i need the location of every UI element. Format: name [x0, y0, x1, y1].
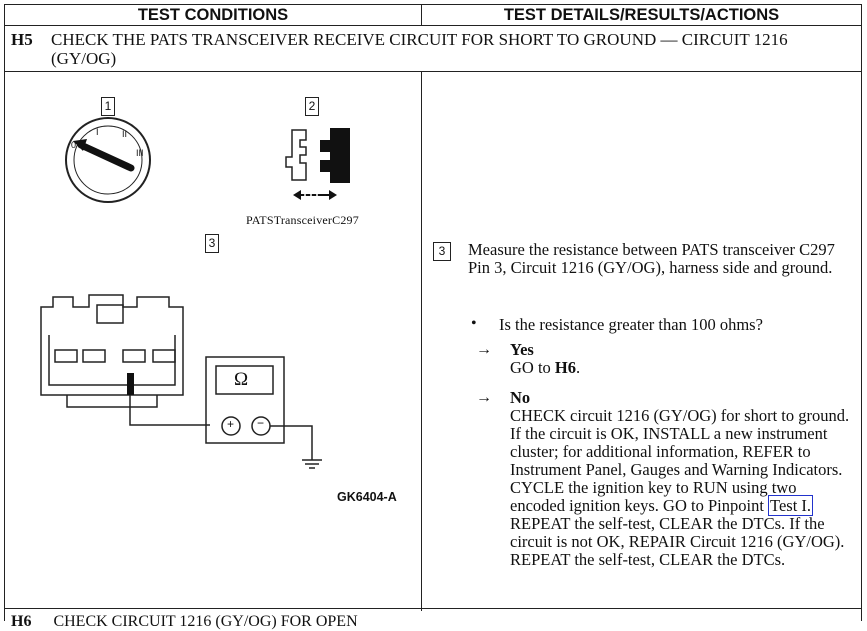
ground-icon: [302, 459, 322, 469]
yes-label: Yes: [510, 340, 534, 359]
next-step-id: H6: [11, 613, 32, 630]
step-number-box: 3: [433, 242, 451, 261]
ignition-mark-2: II: [122, 129, 128, 139]
no-arrow-icon: →: [476, 389, 492, 406]
question-text: Is the resistance greater than 100 ohms?: [499, 315, 763, 334]
ignition-switch-icon: [65, 117, 151, 203]
next-step-title: CHECK CIRCUIT 1216 (GY/OG) FOR OPEN: [53, 613, 358, 630]
test-details-column: 3 Measure the resistance between PATS tr…: [421, 71, 861, 607]
no-action-2: CYCLE the ignition key to RUN using two …: [510, 478, 797, 515]
lead-wire-positive: [129, 395, 210, 426]
probe-icon: [127, 373, 134, 395]
yes-action-post: .: [576, 358, 581, 377]
ignition-mark-0: 0: [71, 140, 77, 150]
step-id: H5: [11, 30, 33, 49]
no-action-1: CHECK circuit 1216 (GY/OG) for short to …: [510, 406, 850, 479]
lead-wire-negative: [270, 425, 313, 460]
no-label: No: [510, 388, 531, 407]
procedure-table: TEST CONDITIONS TEST DETAILS/RESULTS/ACT…: [4, 4, 862, 630]
ignition-mark-1: I: [96, 127, 99, 137]
callout-2: 2: [305, 97, 319, 116]
ohm-symbol: Ω: [234, 369, 249, 390]
step-title: CHECK THE PATS TRANSCEIVER RECEIVE CIRCU…: [51, 30, 788, 68]
pats-connector-icon: [285, 128, 350, 200]
bullet: •: [471, 315, 477, 332]
pinpoint-test-link[interactable]: Test I.: [768, 495, 814, 516]
yes-branch: Yes GO to H6.: [510, 341, 580, 377]
callout-3: 3: [205, 234, 219, 253]
figure-id: GK6404-A: [337, 490, 397, 504]
test-details-heading: TEST DETAILS/RESULTS/ACTIONS: [421, 5, 861, 25]
connector-label: PATSTransceiverC297: [246, 213, 359, 227]
test-conditions-heading: TEST CONDITIONS: [137, 6, 289, 24]
harness-connector-icon: [40, 294, 184, 408]
measure-instruction: Measure the resistance between PATS tran…: [468, 240, 835, 277]
minus-symbol: −: [257, 416, 265, 430]
yes-action-pre: GO to: [510, 358, 555, 377]
step-row: H5 CHECK THE PATS TRANSCEIVER RECEIVE CI…: [5, 26, 861, 72]
plus-symbol: +: [227, 417, 235, 431]
no-branch: No CHECK circuit 1216 (GY/OG) for short …: [510, 389, 855, 569]
row-divider: [5, 608, 861, 609]
ignition-mark-3: III: [136, 148, 144, 158]
diagram-graphics: [40, 117, 350, 469]
table-header: TEST CONDITIONS TEST DETAILS/RESULTS/ACT…: [5, 5, 861, 26]
next-step-row: H6 CHECK CIRCUIT 1216 (GY/OG) FOR OPEN: [11, 613, 358, 631]
callout-1: 1: [101, 97, 115, 116]
yes-arrow-icon: →: [476, 341, 492, 358]
yes-action-target[interactable]: H6: [554, 358, 577, 377]
column-divider: [421, 71, 422, 611]
no-action-3: REPEAT the self-test, CLEAR the DTCs. If…: [510, 514, 845, 569]
